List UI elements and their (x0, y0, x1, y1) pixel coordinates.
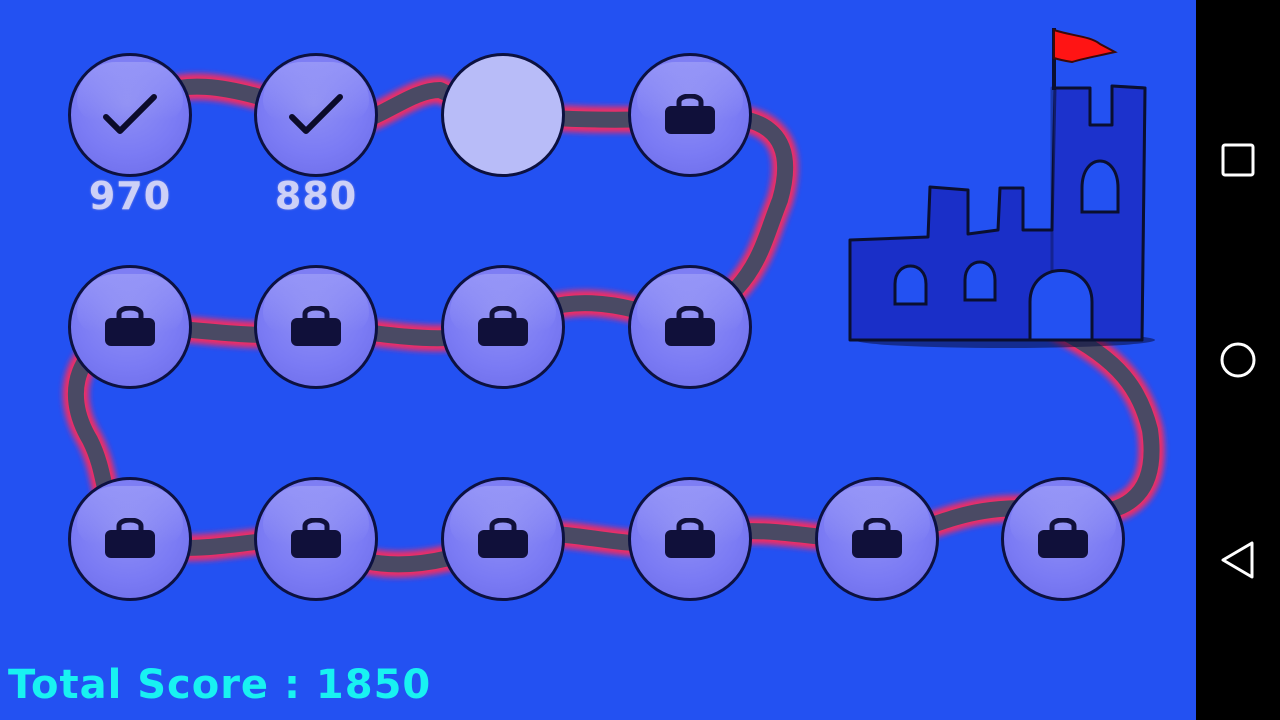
game-map: 970 880 Total Score : 1850 (8, 22, 1165, 708)
back-button[interactable] (1212, 534, 1264, 586)
lock-icon (478, 518, 528, 558)
lock-icon (291, 306, 341, 346)
lock-icon (1038, 518, 1088, 558)
lock-icon (665, 94, 715, 134)
lock-icon (105, 518, 155, 558)
level-button-6[interactable] (254, 265, 378, 389)
back-icon (1221, 541, 1254, 579)
checkmark-icon (289, 94, 343, 134)
lock-icon (291, 518, 341, 558)
level-button-9[interactable] (68, 477, 192, 601)
lock-icon (665, 306, 715, 346)
level-path (62, 73, 1165, 578)
level-button-8[interactable] (628, 265, 752, 389)
level-button-2[interactable] (254, 53, 378, 177)
level-score-2: 880 (274, 174, 358, 218)
level-button-11[interactable] (441, 477, 565, 601)
home-icon (1220, 342, 1256, 378)
checkmark-icon (103, 94, 157, 134)
level-button-13[interactable] (815, 477, 939, 601)
flag-icon (1053, 28, 1118, 64)
path-core (67, 78, 1160, 573)
home-button[interactable] (1212, 334, 1264, 386)
window-mid (963, 260, 997, 302)
level-button-7[interactable] (441, 265, 565, 389)
level-button-12[interactable] (628, 477, 752, 601)
level-button-3[interactable] (441, 53, 565, 177)
lock-icon (105, 306, 155, 346)
level-button-14[interactable] (1001, 477, 1125, 601)
level-score-1: 970 (88, 174, 172, 218)
total-score: Total Score : 1850 (8, 662, 432, 708)
android-navbar (1196, 0, 1280, 720)
level-button-4[interactable] (628, 53, 752, 177)
lock-icon (665, 518, 715, 558)
window-left (893, 264, 928, 306)
window-tower (1080, 159, 1120, 214)
lock-icon (852, 518, 902, 558)
recent-apps-icon (1221, 143, 1255, 177)
lock-icon (478, 306, 528, 346)
level-button-5[interactable] (68, 265, 192, 389)
castle-goal[interactable] (840, 22, 1160, 352)
castle-gate (1028, 269, 1094, 342)
level-button-1[interactable] (68, 53, 192, 177)
recent-apps-button[interactable] (1212, 134, 1264, 186)
level-button-10[interactable] (254, 477, 378, 601)
